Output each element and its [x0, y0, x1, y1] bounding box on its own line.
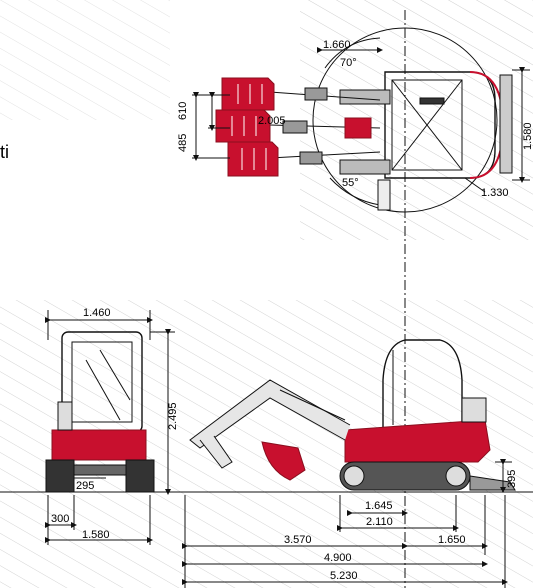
front-view: [45, 310, 175, 545]
front-view-labels: 1.460 2.495 295 300 1.580: [51, 307, 179, 541]
side-view-labels: 395 1.645 2.110 3.570 1.650 4.900 5.230: [284, 470, 518, 582]
dim-2005: 2.005: [258, 115, 286, 127]
dim-3570: 3.570: [284, 534, 312, 546]
dim-1460: 1.460: [83, 307, 111, 319]
angle-55: 55°: [342, 177, 359, 189]
angle-70: 70°: [340, 57, 357, 69]
dim-4900: 4.900: [324, 552, 352, 564]
dim-1645: 1.645: [365, 500, 393, 512]
top-view-labels: 1.660 70° 485 610 2.005 55° 1.330 1.580: [177, 39, 533, 199]
dim-1580-top: 1.580: [522, 122, 533, 150]
dim-5230: 5.230: [330, 570, 358, 582]
dim-295: 295: [76, 480, 94, 492]
dim-610: 610: [177, 102, 189, 120]
dim-2110: 2.110: [366, 516, 393, 528]
dim-485: 485: [177, 134, 189, 152]
dim-1580-front: 1.580: [82, 529, 110, 541]
side-text: ti: [0, 142, 9, 162]
dim-395: 395: [506, 470, 518, 488]
dim-1660-top: 1.660: [323, 39, 351, 51]
dim-1330: 1.330: [481, 187, 509, 199]
dim-1650: 1.650: [438, 534, 466, 546]
side-view: [182, 339, 516, 588]
dim-2495: 2.495: [167, 402, 179, 430]
dim-300: 300: [51, 513, 69, 525]
